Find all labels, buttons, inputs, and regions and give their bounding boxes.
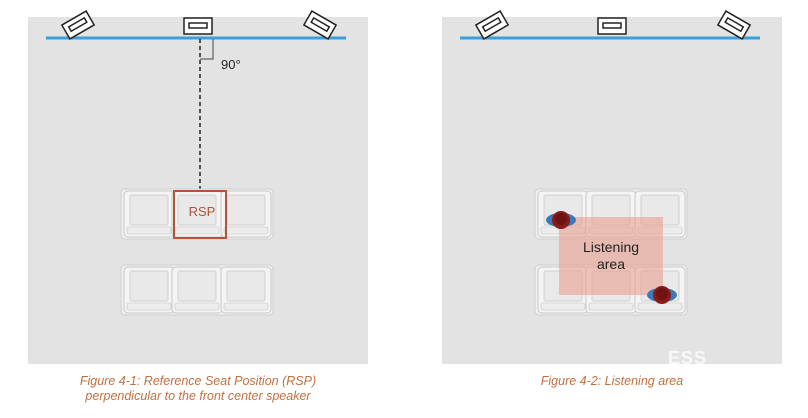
right-speaker-icon bbox=[303, 10, 337, 40]
right-angle-marker bbox=[200, 39, 214, 60]
sofa-seat-icon bbox=[220, 190, 272, 238]
figure-4-2-panel: Listening area bbox=[442, 10, 782, 364]
rsp-label: RSP bbox=[188, 204, 216, 219]
sofa-seat-icon bbox=[123, 190, 175, 238]
caption-line-1: Figure 4-1: Reference Seat Position (RSP… bbox=[79, 374, 317, 388]
figure-4-1-caption: Figure 4-1: Reference Seat Position (RSP… bbox=[28, 374, 368, 404]
watermark-logo: ESS bbox=[668, 348, 708, 368]
center-speaker-icon bbox=[597, 17, 627, 35]
figure-4-1-panel: RSP 90° bbox=[28, 10, 368, 364]
back-row-sofa bbox=[120, 264, 274, 316]
rsp-box bbox=[173, 190, 227, 239]
listening-area-label-line1: Listening bbox=[582, 239, 640, 255]
sofa-seat-icon bbox=[123, 266, 175, 314]
listening-area-label-line2: area bbox=[596, 256, 626, 272]
listening-area-region bbox=[559, 217, 663, 295]
center-speaker-icon bbox=[183, 17, 213, 35]
left-speaker-icon bbox=[475, 10, 509, 40]
sofa-seat-icon bbox=[220, 266, 272, 314]
sofa-seat-icon bbox=[171, 266, 223, 314]
figure-4-2-caption: Figure 4-2: Listening area bbox=[442, 374, 782, 389]
caption-line-2: perpendicular to the front center speake… bbox=[85, 389, 311, 403]
caption-line-1: Figure 4-2: Listening area bbox=[540, 374, 684, 388]
angle-label: 90° bbox=[221, 57, 241, 72]
right-speaker-icon bbox=[717, 10, 751, 40]
figure-4-2-diagram bbox=[460, 10, 760, 316]
figure-4-1-diagram bbox=[46, 10, 346, 316]
listening-area-label: Listening area bbox=[561, 239, 661, 273]
left-speaker-icon bbox=[61, 10, 95, 40]
